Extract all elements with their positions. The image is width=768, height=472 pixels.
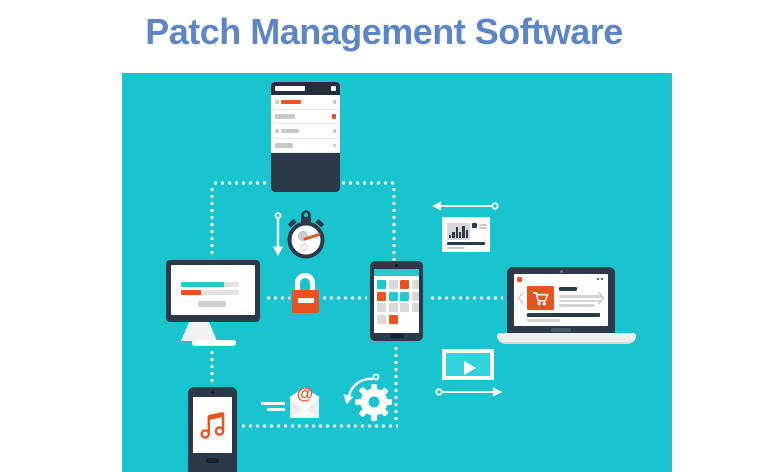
app-tile-none (412, 315, 420, 324)
mini-bar (449, 235, 452, 238)
dotted-connector (429, 296, 503, 300)
mini-bar (452, 232, 455, 238)
server-row (271, 109, 340, 125)
home-button (206, 458, 219, 463)
smartphone-music-icon (188, 387, 237, 472)
laptop-hinge (551, 328, 571, 332)
padlock-icon (292, 290, 319, 313)
server-row (271, 138, 340, 154)
page-title: Patch Management Software (145, 11, 623, 52)
camera-dot-icon (560, 269, 563, 273)
down-arrow-icon (272, 212, 284, 256)
desktop-monitor-icon (166, 260, 260, 322)
illustration-canvas: @ (122, 73, 672, 472)
app-tile-orange (400, 280, 409, 289)
app-tile-teal (377, 280, 386, 289)
mini-bar (462, 226, 465, 238)
dotted-connector (340, 181, 394, 185)
gear-icon (355, 384, 392, 421)
app-tile-gray (388, 303, 398, 312)
stopwatch-icon (287, 210, 325, 259)
padlock-shackle (295, 273, 315, 291)
app-tile-gray (411, 280, 419, 289)
video-player-icon (442, 349, 494, 380)
camera-dot-icon (211, 391, 214, 394)
speed-line (267, 408, 285, 411)
app-tile-gray (377, 303, 386, 312)
laptop-shop-icon (507, 267, 615, 333)
chevron-left-icon (517, 291, 525, 305)
tablet-header-bar (374, 269, 419, 276)
mini-bar (458, 232, 462, 238)
mini-bar (465, 230, 468, 238)
app-tile-gray (400, 303, 409, 312)
app-tile-gray (411, 303, 419, 312)
app-tile-gray (411, 291, 419, 301)
dotted-connector (265, 296, 290, 300)
play-icon (464, 361, 476, 375)
monitor-screen (171, 265, 255, 315)
server-icon (271, 82, 340, 192)
speed-line (261, 402, 285, 405)
left-arrow-icon (432, 201, 499, 211)
dotted-connector (210, 186, 214, 258)
dotted-connector (210, 349, 214, 383)
app-tile-orange (388, 314, 398, 324)
shopping-cart-icon (532, 292, 549, 306)
dotted-connector (321, 296, 367, 300)
chevron-right-icon (597, 291, 605, 305)
report-document-icon (442, 217, 490, 252)
monitor-base (192, 340, 236, 346)
app-tile-teal (388, 291, 398, 301)
app-tile-gray (388, 280, 398, 289)
dotted-connector (392, 186, 396, 261)
right-arrow-icon (435, 387, 503, 397)
bar-chart-icon (447, 223, 470, 240)
dotted-connector (394, 345, 398, 423)
tablet-apps-icon (370, 261, 423, 341)
tablet-screen (374, 269, 419, 333)
sync-arrow-icon (343, 373, 380, 404)
app-tile-orange (377, 291, 386, 301)
app-tile-none (400, 315, 409, 324)
server-row (271, 95, 340, 110)
home-button (389, 334, 404, 338)
laptop-base (497, 333, 636, 344)
server-footer (271, 153, 340, 192)
tablet-app-grid (377, 280, 419, 324)
music-note-icon (200, 412, 225, 439)
laptop-screen (514, 274, 608, 326)
monitor-stand (181, 322, 217, 341)
server-header (271, 82, 340, 95)
app-tile-teal (400, 291, 409, 301)
dotted-connector (212, 181, 270, 185)
app-tile-gray (377, 314, 386, 324)
phone-screen (193, 397, 232, 453)
email-message-icon (290, 387, 319, 418)
server-row (271, 124, 340, 139)
dotted-connector (240, 424, 398, 428)
camera-dot-icon (394, 264, 398, 267)
at-symbol: @ (296, 384, 314, 403)
mini-bar (455, 227, 458, 238)
